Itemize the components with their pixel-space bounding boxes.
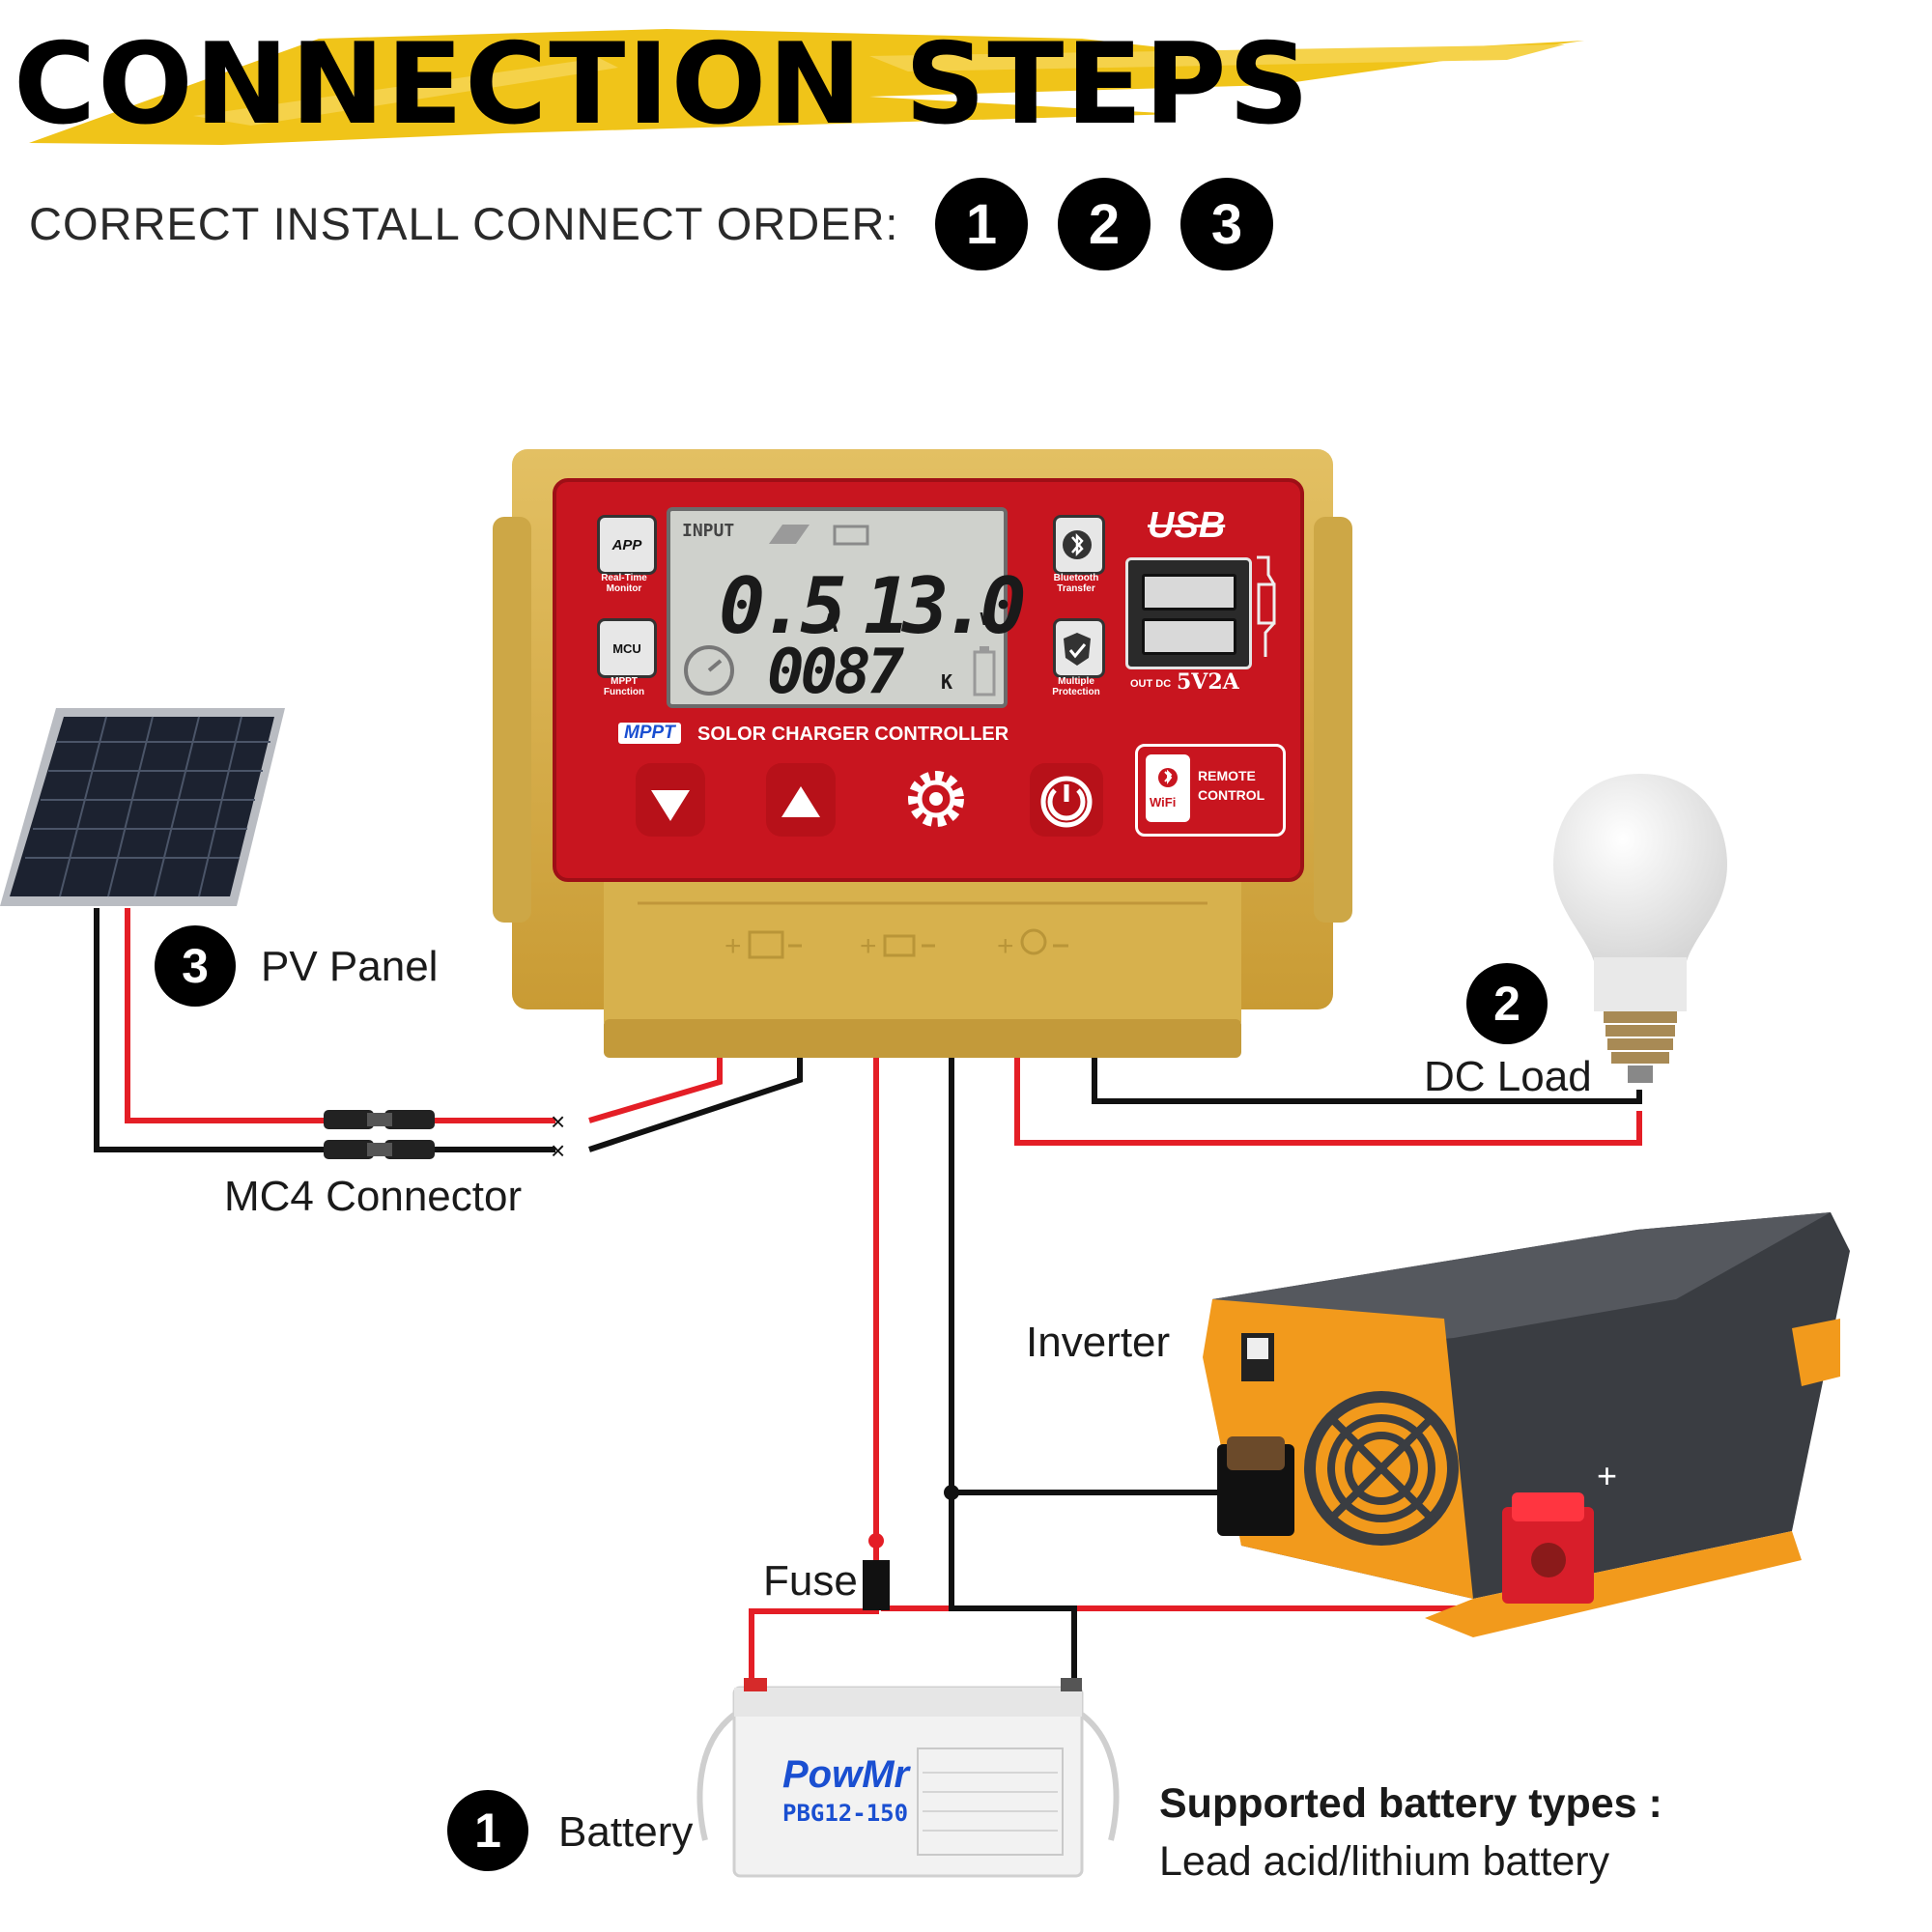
bluetooth-icon	[1053, 515, 1105, 575]
svg-text:+: +	[724, 930, 742, 962]
remote-text-line1: REMOTE	[1198, 768, 1256, 783]
order-badge-2: 2	[1058, 178, 1151, 270]
shield-icon	[1053, 618, 1105, 678]
svg-text:+: +	[997, 930, 1014, 962]
charge-controller: APP Real-Time Monitor MCU MPPT Function …	[493, 449, 1352, 1058]
feature-realtime-monitor: Real-Time Monitor	[601, 573, 647, 594]
usb-out-prefix: OUT DC	[1130, 678, 1172, 690]
fuse-shape	[863, 1560, 890, 1610]
battery-label: Battery	[558, 1808, 694, 1856]
lcd-status-icons	[769, 525, 869, 546]
arrow-down-icon	[651, 790, 690, 821]
usb-port-2[interactable]	[1142, 618, 1236, 655]
inverter-image: +	[1203, 1212, 1850, 1637]
lcd-energy-unit: K	[941, 670, 953, 694]
lcd-current-unit: A	[823, 610, 838, 639]
lcd-energy-value: 0087	[767, 637, 904, 708]
usb-port-block	[1125, 557, 1252, 669]
button-power[interactable]	[1030, 763, 1103, 837]
usb-out-value: 5V2A	[1177, 669, 1239, 695]
button-settings[interactable]	[896, 758, 976, 839]
terminal-markings: + + +	[724, 928, 1068, 962]
battery-badge: 1	[447, 1790, 528, 1871]
dc-load-label: DC Load	[1424, 1053, 1592, 1100]
usb-port-1[interactable]	[1142, 574, 1236, 611]
battery-wires	[749, 1053, 1517, 1695]
mcu-chip-icon: MCU	[597, 618, 657, 678]
svg-text:+: +	[1597, 1456, 1617, 1495]
solar-panel-image	[0, 708, 285, 906]
product-name: SOLOR CHARGER CONTROLLER	[697, 724, 1009, 745]
feature-mppt-function: MPPT Function	[603, 676, 645, 697]
feature-multiple-protection: Multiple Protection	[1052, 676, 1100, 697]
power-icon	[1040, 776, 1093, 828]
remote-text-line2: CONTROL	[1198, 787, 1265, 803]
lcd-input-label: INPUT	[682, 521, 735, 541]
bulb-terminal-icon	[1020, 928, 1047, 955]
settings-gear-icon	[908, 771, 964, 827]
app-icon: APP	[597, 515, 657, 575]
svg-text:×: ×	[551, 1107, 565, 1136]
svg-text:+: +	[860, 930, 877, 962]
battery-image	[696, 1678, 1120, 1878]
battery-model: PBG12-150	[782, 1800, 909, 1827]
remote-control-panel: WiFi REMOTE CONTROL	[1135, 744, 1286, 837]
mc4-connector-label: MC4 Connector	[224, 1173, 523, 1220]
light-bulb-image	[1553, 774, 1727, 1083]
solar-terminal-icon	[748, 930, 784, 959]
button-up[interactable]	[766, 763, 836, 837]
header-brush-decoration	[29, 29, 1584, 145]
lcd-battery-icon	[973, 646, 996, 696]
lcd-display: INPUT 0.5 A 13.0 V 0087 K	[667, 507, 1027, 708]
dc-load-badge: 2	[1466, 963, 1548, 1044]
svg-text:×: ×	[551, 1136, 565, 1165]
mppt-badge: MPPT	[618, 723, 681, 744]
load-wires	[1014, 1053, 1642, 1146]
lcd-voltage-unit: V	[980, 610, 990, 630]
wifi-label: WiFi	[1150, 795, 1177, 810]
inverter-label: Inverter	[1026, 1319, 1171, 1366]
phone-icon: WiFi	[1146, 754, 1190, 822]
lcd-clock-icon	[684, 645, 734, 696]
lcd-current-value: 0.5	[719, 561, 846, 651]
pv-panel-badge: 3	[155, 925, 236, 1007]
feature-bluetooth-transfer: Bluetooth Transfer	[1053, 573, 1099, 594]
install-order-caption: CORRECT INSTALL CONNECT ORDER:	[29, 198, 899, 249]
battery-brand: PowMr	[782, 1753, 910, 1796]
fuse-label: Fuse	[763, 1557, 858, 1605]
button-down[interactable]	[636, 763, 705, 837]
order-badge-1: 1	[935, 178, 1028, 270]
pv-panel-label: PV Panel	[261, 943, 439, 990]
mc4-connector-shapes	[324, 1110, 435, 1159]
usb-label: USB	[1148, 505, 1226, 546]
supported-battery-types: Lead acid/lithium battery	[1159, 1838, 1610, 1885]
lcd-voltage-value: 13.0	[864, 561, 1027, 651]
arrow-up-icon	[781, 786, 820, 817]
usb-plug-icon	[1257, 555, 1276, 657]
supported-battery-title: Supported battery types :	[1159, 1780, 1662, 1827]
page-title: CONNECTION STEPS	[14, 19, 1312, 150]
battery-terminal-icon	[883, 934, 916, 957]
order-badge-3: 3	[1180, 178, 1273, 270]
